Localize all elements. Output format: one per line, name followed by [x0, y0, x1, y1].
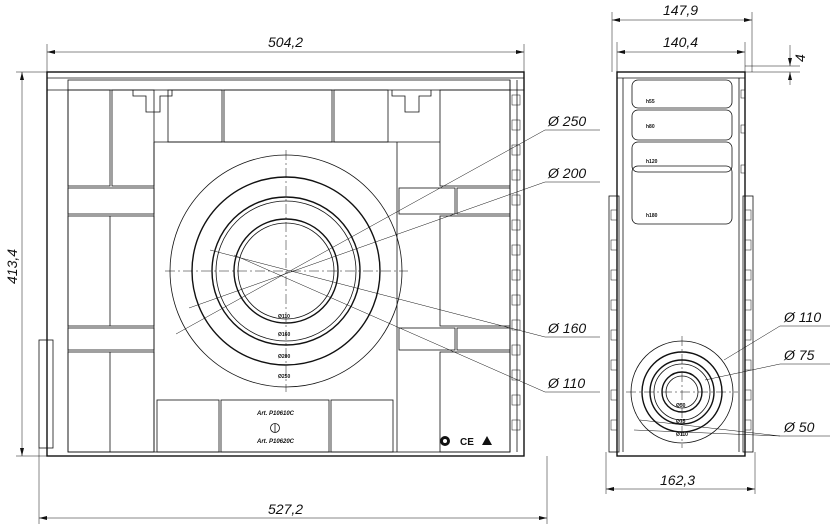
- front-top-notch-right: [391, 90, 432, 113]
- side-dim-d50: Ø 50: [783, 419, 815, 435]
- dim-d200: Ø 200: [547, 165, 586, 181]
- level-h120: h120: [646, 159, 658, 165]
- front-view: Ø110 Ø160 Ø200 Ø250 Art. P10610C Art. P1…: [4, 34, 600, 524]
- side-view: h55 h80 h120 h180: [605, 2, 830, 494]
- front-right-ribs: [509, 80, 521, 452]
- front-panel-grid: [67, 89, 511, 453]
- article-bottom: Art. P10620C: [256, 439, 295, 445]
- front-top-notch-left: [132, 90, 173, 113]
- side-leaders: [633, 325, 830, 437]
- side-ribs: [610, 89, 752, 431]
- side-inner-75: Ø75: [676, 419, 686, 425]
- dim-d250: Ø 250: [547, 113, 586, 129]
- side-body-outline: [616, 71, 746, 457]
- orientation-icon: [270, 423, 280, 433]
- side-dim-d110: Ø 110: [783, 309, 821, 325]
- dim-d110: Ø 110: [547, 375, 585, 391]
- front-left-flange: [38, 339, 54, 449]
- level-h180: h180: [646, 213, 658, 219]
- side-levels: [631, 79, 733, 225]
- front-body-inner: [67, 79, 511, 453]
- front-leaders: [175, 129, 600, 393]
- level-h80: h80: [646, 124, 655, 130]
- side-dim-lip: 4: [792, 54, 808, 62]
- front-body-outline: [46, 71, 525, 457]
- ce-mark: CE: [460, 437, 474, 448]
- dim-width-bottom: 527,2: [268, 501, 303, 517]
- article-top: Art. P10610C: [256, 411, 295, 417]
- dim-d160: Ø 160: [547, 320, 586, 336]
- dim-lines-side: [605, 12, 800, 494]
- recycle-icon: [440, 436, 450, 446]
- side-dim-bottom: 162,3: [660, 472, 695, 488]
- dim-width-top: 504,2: [268, 34, 303, 50]
- inner-label-250: Ø250: [278, 374, 290, 380]
- side-inner-110: Ø110: [676, 432, 688, 438]
- side-dim-outer: 147,9: [663, 2, 698, 18]
- triangle-recycle-icon: [482, 436, 492, 445]
- side-dim-inner: 140,4: [663, 34, 698, 50]
- side-inner-50: Ø50: [676, 403, 686, 409]
- dim-lines-front: [16, 44, 548, 524]
- side-dim-d75: Ø 75: [783, 347, 815, 363]
- dim-height: 413,4: [4, 249, 20, 284]
- inner-label-200: Ø200: [278, 354, 290, 360]
- inner-label-160: Ø160: [278, 332, 290, 338]
- inner-label-110: Ø110: [278, 314, 290, 320]
- level-h55: h55: [646, 99, 655, 105]
